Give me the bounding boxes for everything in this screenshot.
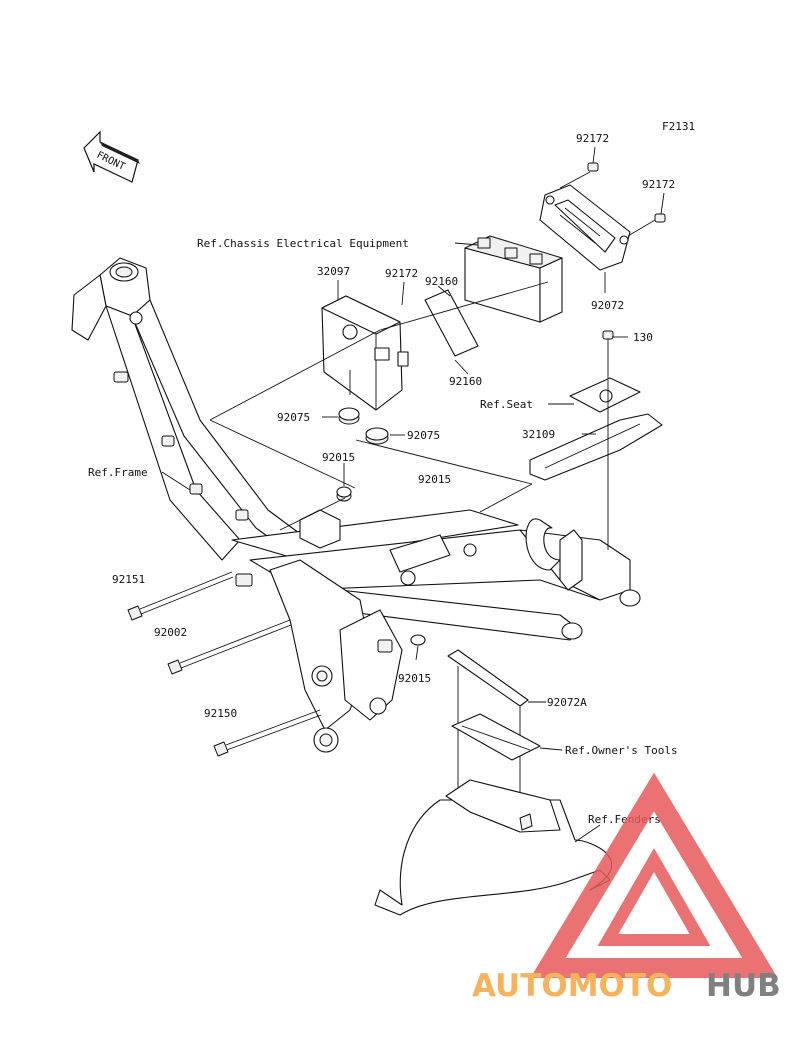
callout-92002: 92002: [154, 626, 187, 639]
bolt-92172-right: [627, 213, 666, 237]
bolt-92150: [213, 709, 322, 757]
reference-lines: [209, 281, 609, 550]
pad-92160: [424, 289, 479, 357]
callout-92015-c: 92015: [398, 672, 431, 685]
bolt-92172-top: [559, 162, 599, 189]
front-arrow-icon: FRONT: [83, 130, 140, 183]
frame-assembly: [71, 257, 641, 753]
bolt-92002: [167, 619, 292, 675]
callout-32109: 32109: [522, 428, 555, 441]
callout-labels: 92172 92172 Ref.Chassis Electrical Equip…: [88, 132, 678, 826]
figure-code: F2131: [662, 120, 695, 133]
callout-32097: 32097: [317, 265, 350, 278]
callout-92015-b: 92015: [418, 473, 451, 486]
callout-ref-owners-tools: Ref.Owner's Tools: [565, 744, 678, 757]
owners-tools: [451, 713, 541, 761]
callout-92015-a: 92015: [322, 451, 355, 464]
callout-92160-a: 92160: [425, 275, 458, 288]
callout-92172-top: 92172: [576, 132, 609, 145]
bolt-92151: [127, 571, 234, 621]
callout-92075-b: 92075: [407, 429, 440, 442]
callout-ref-seat: Ref.Seat: [480, 398, 533, 411]
callout-92072: 92072: [591, 299, 624, 312]
battery-26011: [464, 235, 563, 323]
watermark-text-part1: AUTOMOTO: [472, 968, 672, 1004]
callout-92172-right: 92172: [642, 178, 675, 191]
callout-ref-chassis: Ref.Chassis Electrical Equipment: [197, 237, 409, 250]
leader-lines: [161, 146, 665, 843]
callout-92151: 92151: [112, 573, 145, 586]
callout-92075-a: 92075: [277, 411, 310, 424]
seat-bracket: [569, 377, 641, 413]
watermark-text-part2: HUB: [706, 968, 781, 1004]
watermark-logo: AUTOMOTO HUB: [472, 772, 781, 1004]
callout-92150: 92150: [204, 707, 237, 720]
grommet-92075-a: [338, 407, 360, 425]
collar-92015-a: [336, 486, 352, 502]
callout-92160-b: 92160: [449, 375, 482, 388]
callout-130: 130: [633, 331, 653, 344]
plate-32109: [529, 413, 663, 481]
collar-92015-b: [410, 634, 426, 646]
callout-ref-frame: Ref.Frame: [88, 466, 148, 479]
rear-fender: [374, 779, 613, 916]
grommet-92075-b: [365, 427, 389, 445]
battery-holder-92072: [539, 184, 631, 271]
callout-92172-mid: 92172: [385, 267, 418, 280]
callout-92072A: 92072A: [547, 696, 587, 709]
bolt-130: [602, 330, 614, 380]
relay-box-32097: [321, 295, 409, 411]
